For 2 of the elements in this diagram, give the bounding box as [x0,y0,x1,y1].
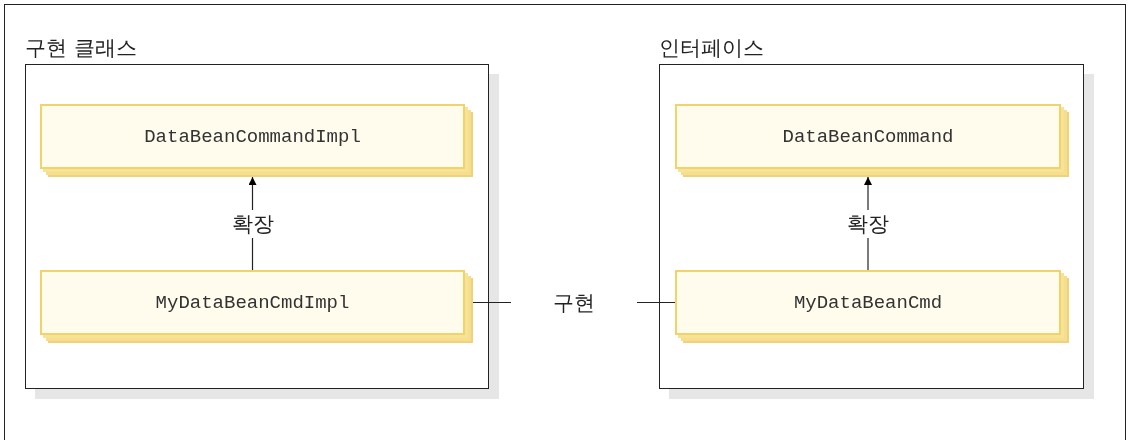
group-heading: 인터페이스 [659,35,764,62]
group-heading: 구현 클래스 [25,35,137,62]
